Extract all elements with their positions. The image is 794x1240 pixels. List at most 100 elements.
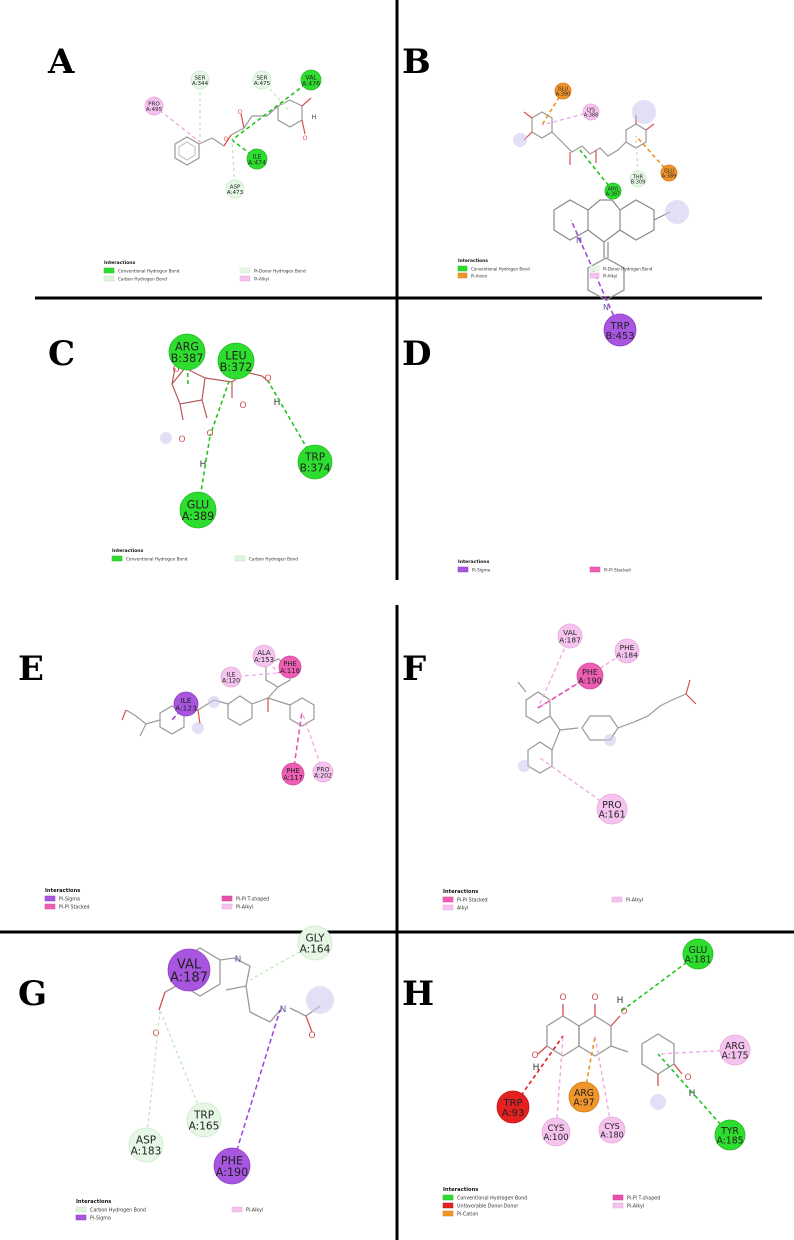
residue-id-g-4: A:190: [216, 1166, 249, 1179]
interaction-line-h-5: [594, 1035, 613, 1131]
legend-label-a-3: Pi-Alkyl: [254, 277, 269, 282]
residue-disc-h-1: [719, 1034, 751, 1066]
residue-name-a-5: ASP: [230, 184, 241, 190]
panel-e-molecule: [121, 658, 315, 737]
legend-label-f-1: Pi-Alkyl: [626, 898, 643, 904]
legend-title-d: Interactions: [458, 559, 490, 565]
residue-name-b-2: THR: [632, 174, 644, 180]
residue-id-e-5: A:202: [314, 773, 332, 780]
legend-swatch-g-0: [75, 1206, 87, 1213]
residue-name-c-0: ARG: [175, 341, 199, 354]
residue-disc-c-2: [297, 444, 333, 480]
legend-swatch-f-1: [611, 896, 623, 903]
legend-label-e-3: Pi-Alkyl: [236, 905, 253, 911]
residue-disc-a-2: [300, 69, 322, 91]
residue-id-f-0: A:187: [559, 636, 581, 645]
legend-label-f-0: Pi-Pi Stacked: [457, 898, 488, 904]
residue-disc-a-1: [252, 70, 272, 90]
residue-name-a-2: VAL: [305, 74, 317, 81]
residue-name-g-2: TRP: [193, 1110, 214, 1122]
residue-name-c-2: TRP: [304, 452, 325, 464]
legend-label-e-1: Pi-Pi T-shaped: [236, 897, 269, 903]
residue-name-a-4: ILE: [252, 153, 261, 160]
interaction-line-f-0: [537, 635, 571, 709]
interaction-line-c-1: [209, 360, 237, 437]
svg-text:H: H: [689, 1089, 696, 1099]
residue-id-a-5: A:473: [227, 190, 244, 196]
svg-text:O: O: [172, 365, 179, 375]
legend-swatch-h-1: [612, 1194, 624, 1201]
svg-text:O: O: [152, 1029, 159, 1039]
residue-disc-b-4: [604, 182, 622, 200]
interaction-line-g-2: [159, 1009, 205, 1121]
legend-swatch-b-3: [589, 272, 600, 279]
legend-title-g: Interactions: [76, 1199, 111, 1205]
residue-id-a-2: A:476: [302, 81, 320, 88]
legend-swatch-b-2: [457, 272, 468, 279]
residue-disc-c-3: [179, 491, 217, 529]
residue-name-h-5: CYS: [604, 1122, 620, 1131]
residue-name-b-0: GLU: [558, 86, 568, 92]
residue-id-a-4: A:474: [248, 160, 266, 167]
legend-swatch-a-0: [103, 267, 115, 274]
interaction-line-a-2: [231, 79, 312, 141]
panel-letter-c: C: [48, 334, 75, 374]
residue-name-b-4: ARG: [608, 186, 619, 192]
residue-disc-c-0: [168, 333, 206, 371]
legend-swatch-a-2: [103, 275, 115, 282]
residue-id-c-0: B:387: [171, 352, 204, 365]
legend-swatch-h-0: [442, 1194, 454, 1201]
legend-swatch-g-2: [75, 1214, 87, 1221]
residue-name-h-2: TRP: [503, 1098, 523, 1109]
residue-id-a-1: A:475: [254, 81, 271, 87]
svg-text:H: H: [274, 398, 281, 408]
residue-name-f-2: PHE: [582, 668, 598, 677]
residue-id-h-2: A:93: [502, 1108, 525, 1119]
legend-swatch-f-2: [442, 904, 454, 911]
legend-swatch-h-4: [442, 1210, 454, 1217]
residue-name-e-0: ALA: [257, 649, 271, 657]
residue-disc-h-4: [541, 1117, 571, 1147]
residue-id-d-0: B:453: [605, 331, 634, 342]
residue-id-h-0: A:181: [684, 954, 711, 965]
residue-id-h-1: A:175: [721, 1050, 748, 1061]
residue-disc-a-3: [144, 96, 164, 116]
legend-swatch-e-3: [221, 903, 233, 910]
residue-disc-a-4: [246, 148, 268, 170]
svg-text:O: O: [591, 993, 598, 1003]
residue-id-h-4: A:100: [543, 1133, 568, 1143]
legend-swatch-b-1: [589, 265, 600, 272]
residue-disc-g-4: [213, 1147, 251, 1185]
legend-label-b-0: Conventional Hydrogen Bond: [471, 267, 530, 272]
panel-letter-a: A: [47, 42, 75, 82]
residue-id-e-4: A:117: [283, 774, 303, 782]
residue-name-h-1: ARG: [725, 1041, 745, 1052]
residue-disc-e-4: [281, 762, 305, 786]
legend-label-e-0: Pi-Sigma: [59, 897, 80, 903]
residue-name-g-1: GLY: [305, 933, 325, 945]
svg-text:H: H: [312, 114, 317, 121]
residue-name-h-3: ARG: [574, 1088, 594, 1099]
svg-text:N: N: [235, 955, 242, 965]
residue-disc-g-1: [297, 925, 333, 961]
interaction-line-b-1: [541, 111, 592, 126]
